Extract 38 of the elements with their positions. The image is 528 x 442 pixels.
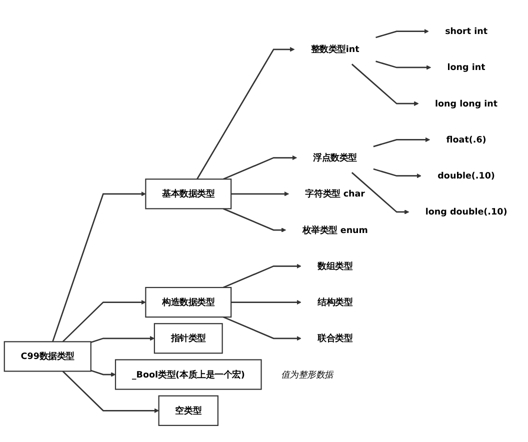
node-text: long int: [447, 62, 486, 72]
node-label: 值为整形数据: [280, 369, 334, 380]
node-text: 字符类型 char: [305, 188, 365, 199]
node-box: 基本数据类型: [145, 178, 232, 210]
arrow: [52, 192, 146, 342]
arrow: [351, 64, 419, 106]
arrow: [222, 208, 286, 232]
node-text: long long int: [435, 98, 498, 109]
arrow: [231, 300, 302, 305]
node-text: 整数类型int: [310, 44, 360, 54]
arrow: [376, 28, 429, 38]
node-text: 枚举类型 enum: [302, 224, 368, 235]
arrow: [373, 137, 430, 148]
node-text: double(.10): [438, 170, 495, 181]
arrow: [376, 60, 432, 70]
node-box: _Bool类型(本质上是一个宏): [114, 359, 262, 390]
node-text: 浮点数类型: [313, 152, 357, 163]
arrow: [62, 300, 146, 342]
node-text: short int: [445, 26, 488, 36]
arrow: [222, 264, 302, 288]
arrow: [222, 155, 297, 180]
arrow: [196, 47, 295, 180]
arrow: [351, 172, 410, 214]
node-text: 联合类型: [318, 332, 353, 344]
arrow: [90, 336, 155, 344]
node-box: 构造数据类型: [145, 286, 232, 318]
arrow: [231, 192, 290, 196]
node-text: float(.6): [446, 134, 486, 145]
node-text: 数组类型: [318, 260, 353, 272]
arrow: [373, 168, 422, 178]
node-text: 结构类型: [318, 296, 353, 308]
node-text: long double(.10): [425, 206, 508, 217]
node-box: C99数据类型: [4, 341, 92, 372]
node-box: 指针类型: [154, 323, 223, 354]
arrow: [62, 370, 160, 414]
node-box: 空类型: [158, 395, 218, 426]
arrow: [222, 316, 302, 341]
arrow: [90, 370, 116, 377]
